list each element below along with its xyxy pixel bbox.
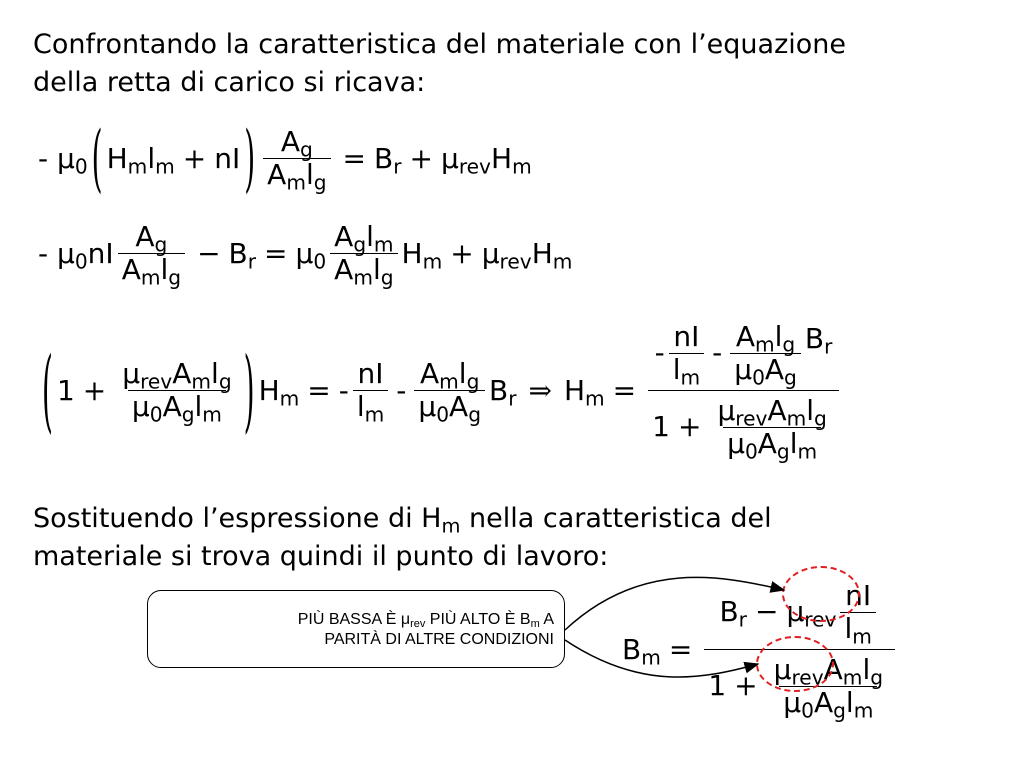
hm-symbol: Hm [491, 141, 532, 179]
highlight-circle-murev-bottom [756, 636, 834, 692]
minus-sign: - [396, 373, 407, 407]
minus-sign: - [38, 141, 58, 175]
note-box: PIÙ BASSA È μrev PIÙ ALTO È Bm A PARITÀ … [147, 590, 565, 668]
ni-symbol: nI [87, 236, 114, 270]
murev-symbol: μrev [481, 236, 532, 274]
minus-sign: - [654, 336, 665, 369]
equation-1: - μ0 ( Hm lm + nI ) Ag Amlg = Br + μrev … [38, 110, 532, 206]
equals-sign: = [612, 373, 637, 407]
equals-sign: = [668, 632, 693, 666]
middle-line-1: Sostituendo l’espressione di Hm nella ca… [33, 500, 772, 538]
one: 1 [652, 410, 670, 443]
minus-sign: - [338, 373, 349, 407]
one: 1 [56, 373, 75, 407]
implies-arrow: ⇒ [528, 373, 552, 407]
hm-symbol: Hm [106, 141, 148, 179]
minus-sign: - [38, 236, 58, 270]
amlg-over-mu0ag-fraction: Amlg μ0Ag [414, 357, 485, 424]
bm-symbol: Bm [622, 632, 661, 670]
aglm-over-amlg-fraction: Aglm Amlg [330, 220, 398, 287]
middle-line-1-suffix: nella caratteristica del [460, 503, 772, 534]
hm-symbol: Hm [531, 236, 573, 274]
minus-sign: - [712, 336, 723, 369]
note-line-1-b: PIÙ ALTO È B [425, 611, 531, 628]
br-symbol: Br [488, 373, 517, 411]
br-symbol: Br [374, 141, 402, 179]
hm-symbol: Hm [563, 373, 605, 411]
hm-symbol: Hm [401, 236, 443, 274]
note-line-1: PIÙ BASSA È μrev PIÙ ALTO È Bm A [158, 610, 554, 630]
open-paren: ( [42, 337, 53, 443]
br-symbol: Br [719, 595, 747, 632]
hm-symbol: Hm [258, 373, 300, 411]
intro-line-2: della retta di carico si ricava: [33, 67, 426, 98]
ag-over-amlg-fraction: Ag Amlg [117, 220, 186, 287]
mu0-symbol: μ0 [57, 236, 88, 274]
note-sub-rev: rev [410, 618, 426, 630]
br-symbol: Br [804, 322, 833, 359]
equation-2: - μ0 nI Ag Amlg − Br = μ0 Aglm Amlg Hm +… [38, 208, 572, 298]
minus-sign: − [197, 236, 221, 270]
plus-sign: + [734, 669, 758, 702]
minus-sign: − [754, 595, 779, 628]
plus-sign: + [182, 141, 207, 175]
equals-sign: = [307, 373, 331, 407]
note-line-1-c: A [539, 611, 554, 628]
plus-sign: + [82, 373, 107, 407]
plus-sign: + [677, 410, 702, 443]
note-line-2: PARITÀ DI ALTRE CONDIZIONI [324, 631, 554, 648]
mu0-symbol: μ0 [57, 141, 88, 179]
open-paren: ( [91, 115, 103, 201]
lm-symbol: lm [147, 141, 175, 179]
murev-amlg-over-mu0-aglm-fraction: μrevAmlg μ0Aglm [717, 393, 827, 464]
note-sub-m: m [530, 618, 540, 630]
intro-line-1: Confrontando la caratteristica del mater… [33, 29, 846, 60]
equals-sign: = [264, 236, 288, 270]
murev-amlg-over-mu0-aglm-fraction: μrevAmlg μ0Aglm [122, 356, 232, 427]
close-paren: ) [244, 115, 256, 201]
mu0-symbol: μ0 [295, 236, 327, 274]
highlight-circle-murev-top [782, 566, 860, 622]
note-line-1-a: PIÙ BASSA È μ [297, 611, 411, 628]
middle-line-1-sub: m [441, 514, 461, 538]
equals-sign: = [342, 141, 366, 175]
ag-over-amlg-fraction: Ag Amlg [263, 125, 331, 192]
middle-line-2: materiale si trova quindi il punto di la… [33, 541, 609, 572]
middle-line-1-prefix: Sostituendo l’espressione di H [33, 503, 442, 534]
br-symbol: Br [228, 236, 257, 274]
ni-over-lm-fraction: nI lm [352, 357, 389, 424]
equation-3: ( 1 + μrevAmlg μ0Aglm ) Hm = - nI lm - A… [38, 290, 843, 490]
ni-symbol: nI [214, 141, 241, 175]
one: 1 [708, 669, 727, 702]
close-paren: ) [243, 337, 255, 443]
plus-sign: + [409, 141, 433, 175]
plus-sign: + [450, 236, 474, 270]
murev-symbol: μrev [440, 141, 491, 179]
